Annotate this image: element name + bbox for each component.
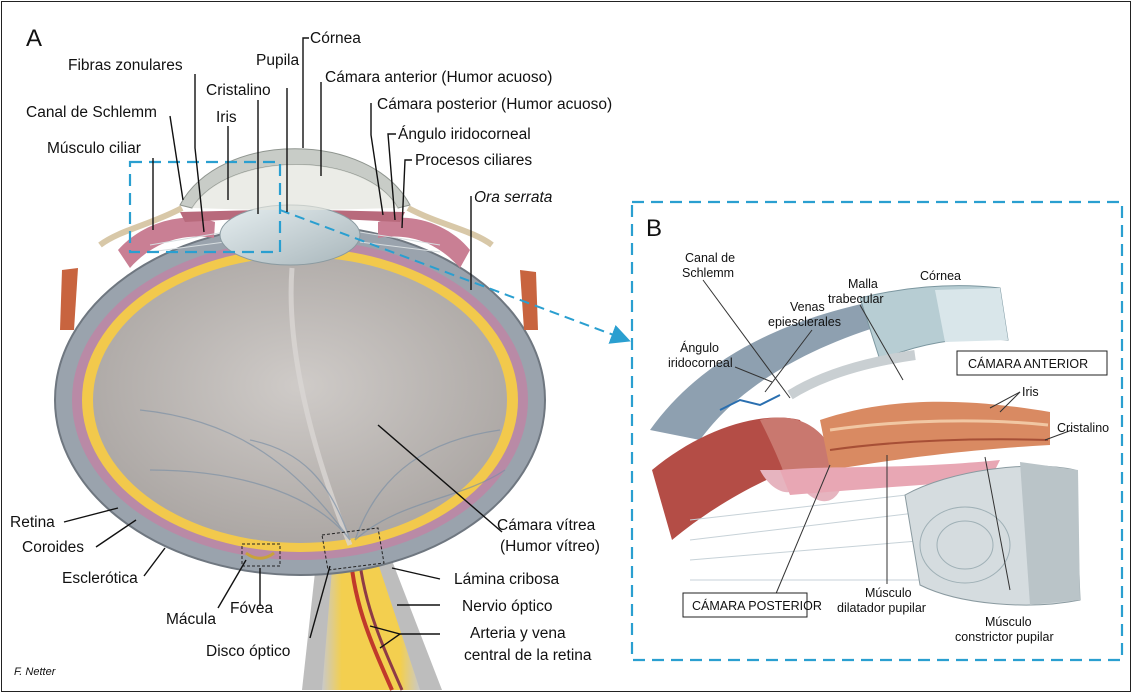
iris-b (820, 402, 1050, 470)
label-b-venas: Venas (790, 300, 825, 314)
label-fovea: Fóvea (230, 600, 273, 617)
label-esclerotica: Esclerótica (62, 570, 138, 587)
label-humor-vitreo: (Humor vítreo) (500, 538, 600, 555)
label-b-camara-posterior: CÁMARA POSTERIOR (692, 598, 822, 613)
label-b-iris: Iris (1022, 385, 1039, 399)
label-musculo-ciliar: Músculo ciliar (47, 140, 141, 157)
label-b-camara-anterior: CÁMARA ANTERIOR (968, 356, 1088, 371)
label-b-malla-2: trabecular (828, 292, 884, 306)
label-cristalino: Cristalino (206, 82, 271, 99)
label-disco: Disco óptico (206, 643, 290, 660)
label-b-cristalino: Cristalino (1057, 421, 1109, 435)
label-b-constrictor-2: constrictor pupilar (955, 630, 1054, 644)
label-lamina: Lámina cribosa (454, 571, 559, 588)
label-camara-posterior: Cámara posterior (Humor acuoso) (377, 96, 612, 113)
label-arteria-2: central de la retina (464, 647, 592, 664)
panel-a-letter: A (26, 25, 42, 52)
label-angulo: Ángulo iridocorneal (398, 126, 531, 143)
panel-b-letter: B (646, 215, 662, 242)
label-b-angulo-2: iridocorneal (668, 356, 733, 370)
label-fibras: Fibras zonulares (68, 57, 183, 74)
label-camara-anterior: Cámara anterior (Humor acuoso) (325, 69, 552, 86)
anterior-segment-illustration (650, 286, 1080, 605)
label-ora-serrata: Ora serrata (474, 189, 553, 206)
label-canal: Canal de Schlemm (26, 104, 157, 121)
label-macula: Mácula (166, 611, 216, 628)
label-b-angulo: Ángulo (680, 340, 719, 355)
label-b-malla: Malla (848, 277, 878, 291)
label-retina: Retina (10, 514, 55, 531)
label-arteria: Arteria y vena (470, 625, 566, 642)
label-b-canal: Canal de (685, 251, 735, 265)
label-b-venas-2: epiesclerales (768, 315, 841, 329)
label-coroides: Coroides (22, 539, 84, 556)
lens (220, 205, 360, 265)
label-b-cornea: Córnea (920, 269, 961, 283)
label-camara-vitrea: Cámara vítrea (497, 517, 596, 534)
label-b-dilatador-2: dilatador pupilar (837, 601, 926, 615)
artist-signature: F. Netter (14, 666, 57, 678)
label-nervio: Nervio óptico (462, 598, 552, 615)
label-b-constrictor: Músculo (985, 615, 1032, 629)
label-procesos: Procesos ciliares (415, 152, 532, 169)
label-pupila: Pupila (256, 52, 299, 69)
label-cornea: Córnea (310, 30, 361, 47)
label-b-canal-2: Schlemm (682, 266, 734, 280)
label-b-dilatador: Músculo (865, 586, 912, 600)
label-iris: Iris (216, 109, 237, 126)
